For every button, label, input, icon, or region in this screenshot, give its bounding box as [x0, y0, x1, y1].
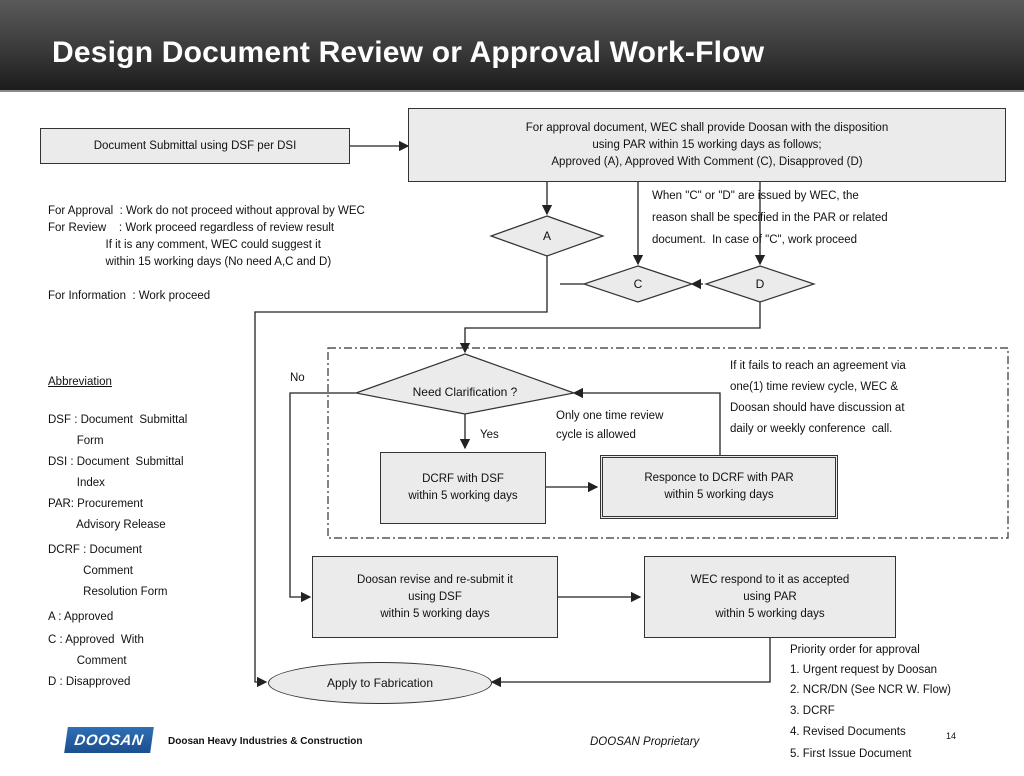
revise-box-line: using DSF — [408, 590, 462, 603]
abbreviation-line: C : Approved With — [48, 634, 144, 646]
doosan-logo: DOOSAN — [64, 727, 154, 753]
wec-respond-box-line: WEC respond to it as accepted — [690, 573, 850, 586]
arrow-clarification-no — [289, 392, 356, 603]
note-c-d-line: reason shall be specified in the PAR or … — [652, 212, 888, 224]
revise-box-line: Doosan revise and re-submit it — [357, 573, 513, 586]
abbreviation-line: DCRF : Document — [48, 544, 142, 556]
decision-a — [489, 215, 605, 257]
arrow-response-to-clarification — [572, 387, 721, 455]
agreement-note-line: one(1) time review cycle, WEC & — [730, 381, 899, 393]
priority-item: 3. DCRF — [790, 705, 835, 717]
decision-c — [582, 265, 694, 303]
arrow-d-to-clarification — [459, 302, 761, 354]
priority-item: 4. Revised Documents — [790, 726, 906, 738]
decision-c-label: C — [633, 277, 643, 291]
abbreviation-line: Resolution Form — [48, 586, 168, 598]
submittal-box: Document Submittal using DSF per DSI — [40, 128, 350, 164]
agreement-note-line: Doosan should have discussion at — [730, 402, 905, 414]
decision-clarification — [353, 353, 577, 415]
approval-box-line: Approved (A), Approved With Comment (C),… — [551, 155, 863, 168]
decision-d-label: D — [755, 277, 765, 291]
response-box: Responce to DCRF with PAR within 5 worki… — [600, 455, 838, 519]
note-review-comment: If it is any comment, WEC could suggest … — [48, 239, 321, 251]
dcrf-box-line: within 5 working days — [408, 490, 518, 502]
label-no: No — [290, 372, 305, 384]
dcrf-box: DCRF with DSF within 5 working days — [380, 452, 546, 524]
arrow-wec-to-fabrication — [490, 638, 771, 688]
note-approval: For Approval : Work do not proceed witho… — [48, 205, 365, 217]
footer-company: Doosan Heavy Industries & Construction — [168, 736, 363, 747]
fabrication-label: Apply to Fabrication — [326, 676, 434, 690]
priority-item: 2. NCR/DN (See NCR W. Flow) — [790, 684, 952, 696]
title-bar: Design Document Review or Approval Work-… — [0, 0, 1024, 90]
priority-item: 1. Urgent request by Doosan — [790, 664, 938, 676]
arrow-a-to-fabrication — [254, 256, 548, 688]
abbreviation-line: D : Disapproved — [48, 676, 131, 688]
revise-box: Doosan revise and re-submit it using DSF… — [312, 556, 558, 638]
wec-respond-box-line: using PAR — [743, 590, 797, 603]
agreement-note-line: If it fails to reach an agreement via — [730, 360, 906, 372]
note-review-days: within 15 working days (No need A,C and … — [48, 256, 332, 268]
note-information: For Information : Work proceed — [48, 290, 211, 302]
note-c-d-line: document. In case of "C", work proceed — [652, 234, 858, 246]
abbreviation-line: DSI : Document Submittal — [48, 456, 184, 468]
note-review: For Review : Work proceed regardless of … — [48, 222, 335, 234]
page-title: Design Document Review or Approval Work-… — [52, 36, 765, 69]
abbreviation-line: Comment — [48, 655, 127, 667]
abbreviation-line: Advisory Release — [48, 519, 166, 531]
abbreviation-line: Comment — [48, 565, 133, 577]
priority-heading: Priority order for approval — [790, 644, 920, 656]
response-box-line: within 5 working days — [664, 489, 774, 501]
fabrication-ellipse: Apply to Fabrication — [268, 662, 492, 704]
abbreviation-line: DSF : Document Submittal — [48, 414, 188, 426]
decision-d — [704, 265, 816, 303]
title-divider — [0, 90, 1024, 92]
abbreviation-line: Index — [48, 477, 105, 489]
review-note-line: cycle is allowed — [556, 429, 636, 441]
dcrf-box-line: DCRF with DSF — [422, 473, 504, 485]
abbreviation-line: PAR: Procurement — [48, 498, 144, 510]
note-c-d-line: When "C" or "D" are issued by WEC, the — [652, 190, 859, 202]
review-cycle-region — [327, 347, 1009, 539]
priority-item: 5. First Issue Document — [790, 748, 912, 760]
abbreviation-line: A : Approved — [48, 611, 114, 623]
approval-box: For approval document, WEC shall provide… — [408, 108, 1006, 182]
footer-page-number: 14 — [946, 731, 957, 741]
abbreviation-line: Form — [48, 435, 104, 447]
wec-respond-box: WEC respond to it as accepted using PAR … — [644, 556, 896, 638]
decision-clarification-label: Need Clarification ? — [412, 385, 518, 399]
decision-a-label: A — [542, 229, 552, 243]
response-box-line: Responce to DCRF with PAR — [644, 472, 794, 484]
agreement-note-line: daily or weekly conference call. — [730, 423, 893, 435]
approval-box-line: using PAR within 15 working days as foll… — [592, 138, 822, 151]
wec-respond-box-line: within 5 working days — [715, 607, 825, 620]
approval-box-line: For approval document, WEC shall provide… — [525, 121, 889, 134]
submittal-box-text: Document Submittal using DSF per DSI — [93, 139, 297, 152]
footer-proprietary: DOOSAN Proprietary — [590, 736, 700, 748]
abbreviation-heading: Abbreviation — [48, 376, 112, 388]
revise-box-line: within 5 working days — [380, 607, 490, 620]
label-yes: Yes — [480, 429, 499, 441]
review-note-line: Only one time review — [556, 410, 664, 422]
